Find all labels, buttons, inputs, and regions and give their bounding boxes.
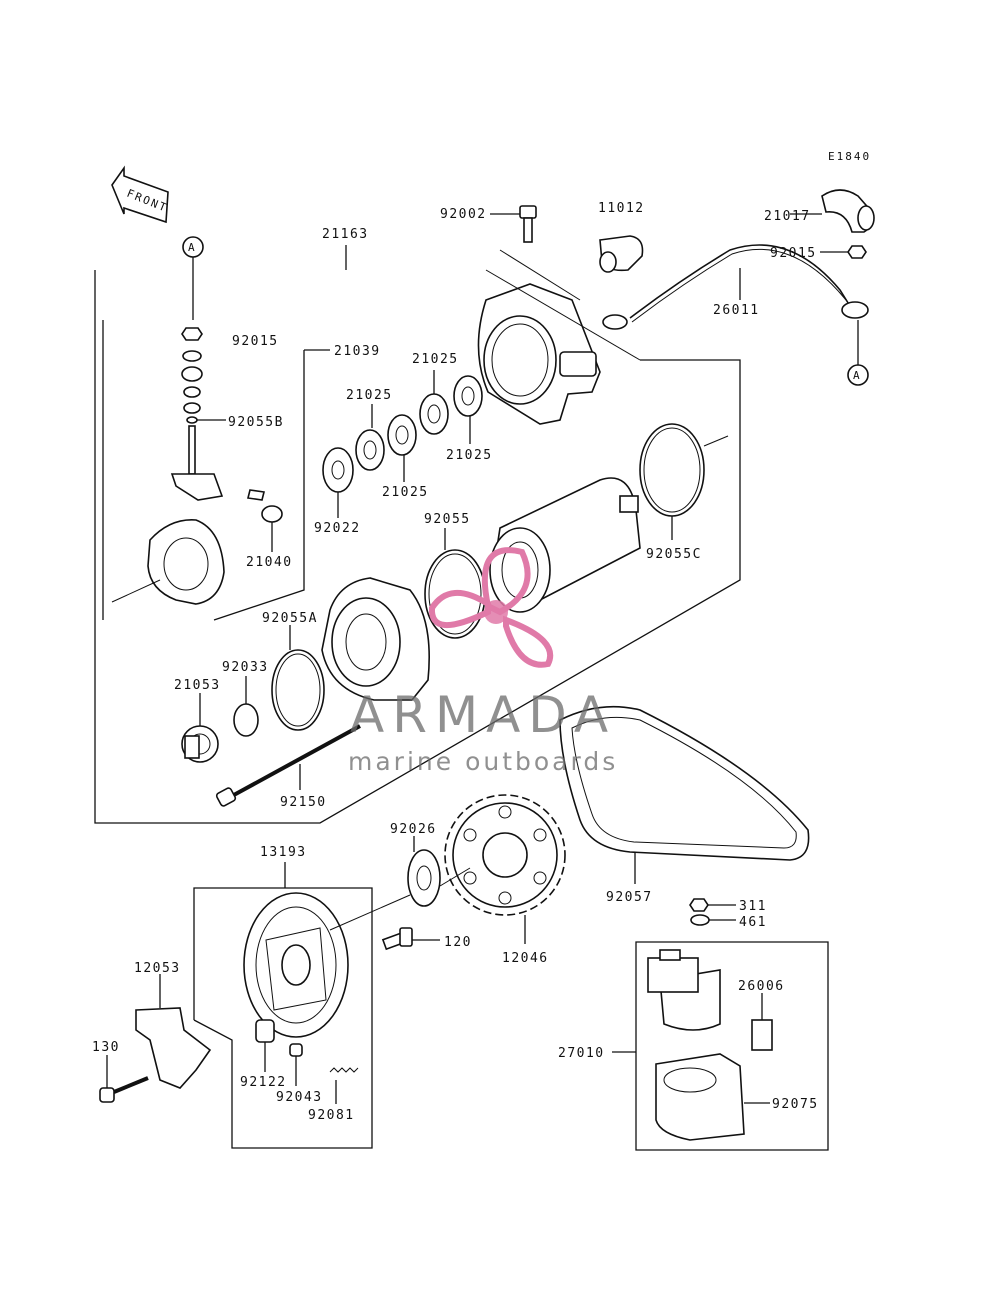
bolt-130 xyxy=(99,1076,149,1103)
rear-cover xyxy=(477,283,601,425)
label-92043: 92043 xyxy=(276,1090,323,1105)
label-92022: 92022 xyxy=(314,521,361,536)
label-120: 120 xyxy=(444,935,472,950)
label-130: 130 xyxy=(92,1040,120,1055)
label-13193: 13193 xyxy=(260,845,307,860)
label-92057: 92057 xyxy=(606,890,653,905)
washer-21025-c xyxy=(419,393,449,435)
label-92122: 92122 xyxy=(240,1075,287,1090)
bolt-92002 xyxy=(519,205,537,243)
label-92075: 92075 xyxy=(772,1097,819,1112)
nut-311 xyxy=(689,898,709,912)
front-cover xyxy=(321,577,430,701)
pin-92043 xyxy=(289,1043,303,1057)
terminal-cap-21017 xyxy=(821,189,875,233)
label-21039: 21039 xyxy=(334,344,381,359)
armada-logo: ARMADA marine outboards xyxy=(348,547,618,776)
label-92081: 92081 xyxy=(308,1108,355,1123)
label-21025-d: 21025 xyxy=(382,485,429,500)
label-92055c: 92055C xyxy=(646,547,702,562)
pinion-gear-21053 xyxy=(181,725,219,763)
relay-cover-92075 xyxy=(655,1053,745,1141)
starter-relay-27010 xyxy=(647,949,721,1031)
oring-92055c xyxy=(639,423,705,517)
front-arrow-icon: FRONT xyxy=(111,165,170,224)
ref-marker-a-left: A xyxy=(182,236,204,258)
label-92015-top: 92015 xyxy=(770,246,817,261)
label-92055a: 92055A xyxy=(262,611,318,626)
label-12046: 12046 xyxy=(502,951,549,966)
bolt-120 xyxy=(381,927,413,951)
label-92002: 92002 xyxy=(440,207,487,222)
ref-marker-a-right: A xyxy=(847,364,869,386)
starter-yoke xyxy=(489,477,641,613)
brush-assembly-frame xyxy=(213,350,305,621)
label-461: 461 xyxy=(739,915,767,930)
washer-92022 xyxy=(322,447,354,493)
fuse-26006 xyxy=(751,1019,773,1051)
label-27010: 27010 xyxy=(558,1046,605,1061)
washer-21025-b xyxy=(387,414,417,456)
spring-92081 xyxy=(329,1067,359,1073)
oring-92055a xyxy=(271,649,325,731)
label-21025-b: 21025 xyxy=(346,388,393,403)
nut-washer-stack xyxy=(170,327,224,501)
starter-clutch-13193 xyxy=(243,892,349,1038)
bracket-12053 xyxy=(135,1007,212,1089)
watermark-subtitle: marine outboards xyxy=(348,747,618,776)
label-26006: 26006 xyxy=(738,979,785,994)
diagram-code: E1840 xyxy=(828,150,871,163)
watermark-title: ARMADA xyxy=(350,686,616,744)
sprocket-12046 xyxy=(444,794,566,916)
roller-92122 xyxy=(255,1019,275,1043)
svg-text:A: A xyxy=(188,241,197,254)
label-311: 311 xyxy=(739,899,767,914)
cable-26011 xyxy=(602,244,869,330)
starter-assembly-frame xyxy=(94,270,741,824)
label-21025-c: 21025 xyxy=(446,448,493,463)
label-11012: 11012 xyxy=(598,201,645,216)
washer-21025-a xyxy=(355,429,385,471)
label-92026: 92026 xyxy=(390,822,437,837)
brush-plate xyxy=(147,519,225,605)
svg-text:A: A xyxy=(853,369,862,382)
washer-21025-d xyxy=(453,375,483,417)
label-26011: 26011 xyxy=(713,303,760,318)
label-21025-a: 21025 xyxy=(412,352,459,367)
label-21053: 21053 xyxy=(174,678,221,693)
label-92150: 92150 xyxy=(280,795,327,810)
circlip-92033 xyxy=(233,703,259,737)
terminal-cap-11012 xyxy=(599,235,644,273)
clutch-assembly-frame xyxy=(193,887,373,1149)
label-92033: 92033 xyxy=(222,660,269,675)
washer-92026 xyxy=(407,849,441,907)
drive-belt-92057 xyxy=(559,705,810,861)
through-bolt-92150 xyxy=(215,724,361,807)
label-92055: 92055 xyxy=(424,512,471,527)
brush-spring-21040 xyxy=(247,489,283,523)
relay-assembly-frame xyxy=(635,941,829,1151)
washer-461 xyxy=(690,914,710,926)
label-12053: 12053 xyxy=(134,961,181,976)
label-92015-left: 92015 xyxy=(232,334,279,349)
label-21017: 21017 xyxy=(764,209,811,224)
label-21040: 21040 xyxy=(246,555,293,570)
label-92055b: 92055B xyxy=(228,415,284,430)
nut-92015-top xyxy=(847,245,867,259)
label-21163: 21163 xyxy=(322,227,369,242)
